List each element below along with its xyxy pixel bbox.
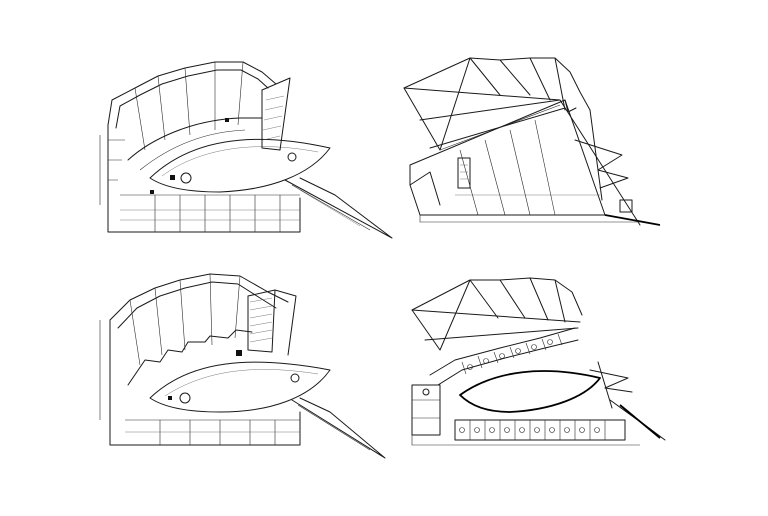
central-hall (459, 370, 601, 413)
plan-2 (403, 57, 661, 226)
plan-1 (99, 61, 393, 239)
plan-3 (99, 273, 386, 459)
central-hall (149, 361, 331, 413)
plan-4 (411, 277, 666, 446)
central-hall (149, 138, 331, 193)
